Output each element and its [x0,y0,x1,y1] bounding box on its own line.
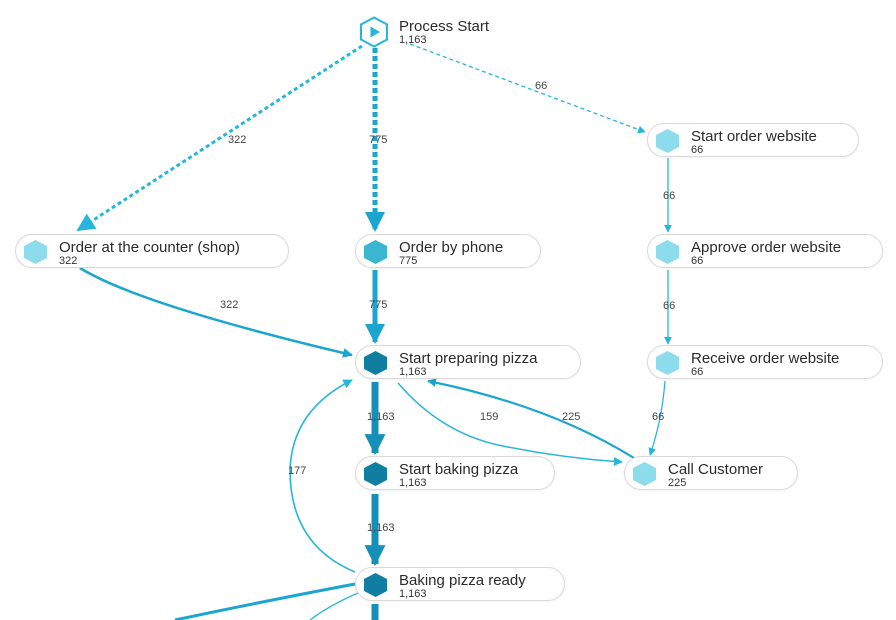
node-label: Approve order website [691,239,842,256]
edge-label-receive-call: 66 [652,411,664,423]
node-count: 1,163 [399,588,427,600]
node-receive-order-website[interactable]: Receive order website 66 [647,345,883,379]
node-start-baking[interactable]: Start baking pizza 1,163 [355,456,555,490]
edge-label-baking-ready: 1,163 [367,522,395,534]
node-count: 66 [691,144,704,156]
edge-label-preparing-baking: 1,163 [367,411,395,423]
edge-label-approve-receive: 66 [663,300,675,312]
node-label: Start baking pizza [399,461,519,478]
node-label: Start preparing pizza [399,350,538,367]
node-label: Receive order website [691,350,840,367]
hexagon-icon [656,351,679,375]
node-count: 66 [691,366,704,378]
hexagon-icon [633,462,656,486]
edge-receive-to-call[interactable] [648,380,666,456]
hexagon-icon [656,129,679,153]
node-label: Start order website [691,128,817,145]
node-approve-order-website[interactable]: Approve order website 66 [647,234,883,268]
node-label: Call Customer [668,461,764,478]
node-count: 775 [399,255,418,267]
edge-label-start-phone: 775 [369,134,387,146]
edge-ready-to-preparing[interactable] [289,379,356,573]
process-start-node[interactable]: Process Start 1,163 [359,16,519,48]
hexagon-icon [24,240,47,264]
node-baking-ready[interactable]: Baking pizza ready 1,163 [355,567,565,601]
play-hexagon-icon [360,16,388,48]
node-count: 66 [691,255,704,267]
node-count: 225 [668,477,687,489]
edge-label-call-preparing: 225 [562,411,580,423]
edge-label-start-website: 66 [535,80,547,92]
node-label: Order at the counter (shop) [59,239,240,256]
edge-preparing-to-call[interactable] [397,382,623,466]
edge-label-phone-preparing: 775 [369,299,387,311]
node-start-preparing[interactable]: Start preparing pizza 1,163 [355,345,581,379]
edge-label-preparing-call: 159 [480,411,498,423]
edge-label-counter-preparing: 322 [220,299,238,311]
node-count: 1,163 [399,477,427,489]
edge-ready-out-1[interactable] [174,582,356,620]
node-label: Baking pizza ready [399,572,526,589]
edge-start-to-website[interactable] [409,43,646,134]
edge-ready-out-2[interactable] [309,592,359,620]
edge-label-start-counter: 322 [228,134,246,146]
hexagon-icon [364,573,387,597]
edge-label-ready-preparing: 177 [288,465,306,477]
node-label: Order by phone [399,239,504,256]
process-start-label: Process Start [399,18,490,35]
hexagon-icon [364,462,387,486]
node-start-order-website[interactable]: Start order website 66 [647,123,859,157]
hexagon-icon [656,240,679,264]
node-count: 322 [59,255,78,267]
edge-label-website-approve: 66 [663,190,675,202]
edge-counter-to-preparing[interactable] [79,266,353,358]
hexagon-icon [364,351,387,375]
process-start-count: 1,163 [399,34,427,46]
hexagon-icon [364,240,387,264]
edge-start-to-counter[interactable] [76,44,363,232]
node-count: 1,163 [399,366,427,378]
node-order-counter[interactable]: Order at the counter (shop) 322 [15,234,289,268]
node-order-phone[interactable]: Order by phone 775 [355,234,541,268]
node-call-customer[interactable]: Call Customer 225 [624,456,798,490]
edge-call-to-preparing[interactable] [427,378,635,459]
